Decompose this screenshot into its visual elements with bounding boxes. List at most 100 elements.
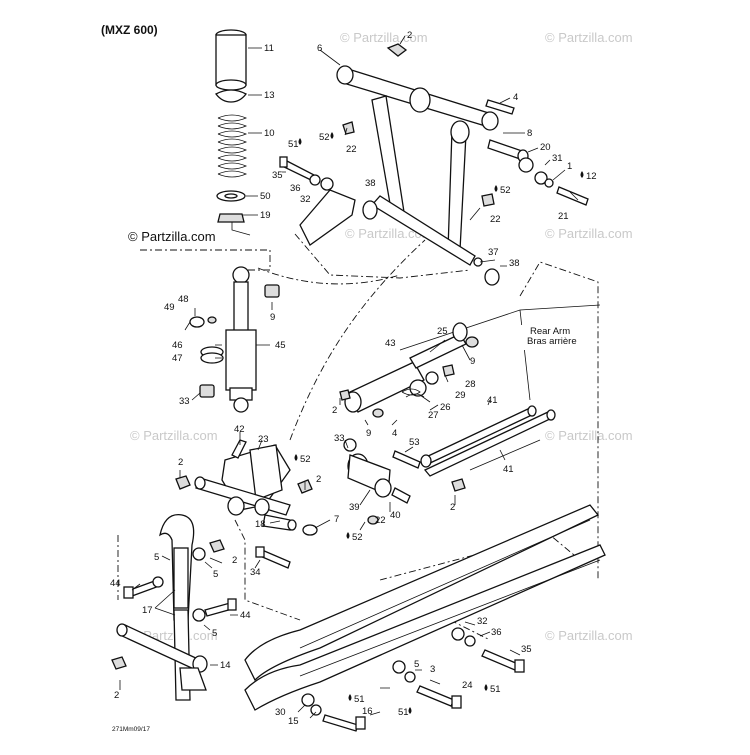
upper-rail [299,189,356,246]
watermark: © Partzilla.com [130,428,218,443]
callout-2: 2 [114,690,119,701]
callout-2: 2 [450,502,455,513]
rear-arm-frame: Rear Arm Bras arrière [399,304,601,471]
middle-link [343,438,466,525]
callout-35: 35 [521,644,532,655]
callout-33: 33 [334,433,345,444]
callout-50: 50 [260,191,271,202]
callout-51: 51 [288,139,299,150]
drawing-code: 271Mm09/17 [112,726,150,733]
callout-30: 30 [275,707,286,718]
callout-7: 7 [334,514,339,525]
shock-absorber [189,266,280,413]
callout-42: 42 [234,424,245,435]
callout-4: 4 [392,428,397,439]
callout-52: 52 [319,132,330,143]
callout-22: 22 [490,214,501,225]
callout-37: 37 [488,247,499,258]
drop-icon [294,454,298,461]
callout-32: 32 [300,194,311,205]
leader-lines [119,35,579,719]
drop-icon [298,138,302,145]
callout-26: 26 [440,402,451,413]
callout-6: 6 [317,43,322,54]
callout-15: 15 [288,716,299,727]
callout-2: 2 [332,405,337,416]
callout-46: 46 [172,340,183,351]
callout-24: 24 [462,680,473,691]
watermark: © Partzilla.com [545,226,633,241]
callout-16: 16 [362,706,373,717]
callout-20: 20 [540,142,551,153]
rods [420,405,556,477]
skis [244,504,606,711]
callout-40: 40 [390,510,401,521]
callout-12: 12 [586,171,597,182]
rear-shock [339,322,479,418]
callout-2: 2 [232,555,237,566]
callout-13: 13 [264,90,275,101]
callout-36: 36 [491,627,502,638]
callout-23: 23 [258,434,269,445]
ski-leg [111,514,237,701]
callout-19: 19 [260,210,271,221]
callout-34: 34 [250,567,261,578]
watermark: © Partzilla.com [545,428,633,443]
callout-21: 21 [558,211,569,222]
callout-41: 41 [487,395,498,406]
callout-45: 45 [275,340,286,351]
callout-2: 2 [178,457,183,468]
model-label: (MXZ 600) [101,23,158,37]
callout-17: 17 [142,605,153,616]
callout-5: 5 [414,659,419,670]
lower-bracket [175,439,318,569]
callout-41: 41 [503,464,514,475]
rear-arm-label: Rear Arm [530,326,570,337]
callout-31: 31 [552,153,563,164]
callout-18: 18 [255,519,266,530]
callout-38: 38 [509,258,520,269]
callout-22: 22 [346,144,357,155]
callout-32: 32 [477,616,488,627]
drop-icon [346,532,350,539]
callout-28: 28 [465,379,476,390]
callout-2: 2 [407,30,412,41]
callout-5: 5 [154,552,159,563]
callout-11: 11 [264,43,274,54]
callout-33: 33 [179,396,190,407]
shock-spring-assembly [215,29,248,223]
callout-52: 52 [500,185,511,196]
callout-5: 5 [213,569,218,580]
left-bolts [279,156,334,191]
callout-44: 44 [110,578,121,589]
drop-icon [330,132,334,139]
watermark: © Partzilla.com [545,628,633,643]
callout-3: 3 [430,664,435,675]
callout-47: 47 [172,353,183,364]
callout-9: 9 [270,312,275,323]
drop-icon [494,185,498,192]
callout-8: 8 [527,128,532,139]
callout-53: 53 [409,437,420,448]
watermark: © Partzilla.com [345,226,433,241]
partzilla-copyright: © Partzilla.com [128,229,216,244]
callout-25: 25 [437,326,448,337]
watermark: © Partzilla.com [340,30,428,45]
callout-36: 36 [290,183,301,194]
drop-icons [294,132,584,714]
rear-arm-label-fr: Bras arrière [527,336,577,347]
callout-14: 14 [220,660,231,671]
callout-9: 9 [366,428,371,439]
callout-52: 52 [352,532,363,543]
callout-2: 2 [316,474,321,485]
callout-44: 44 [240,610,251,621]
drop-icon [348,694,352,701]
callout-1: 1 [567,161,572,172]
callout-51: 51 [354,694,365,705]
drop-icon [484,684,488,691]
callout-52: 52 [300,454,311,465]
callout-9: 9 [470,356,475,367]
callout-38: 38 [365,178,376,189]
callout-49: 49 [164,302,175,313]
